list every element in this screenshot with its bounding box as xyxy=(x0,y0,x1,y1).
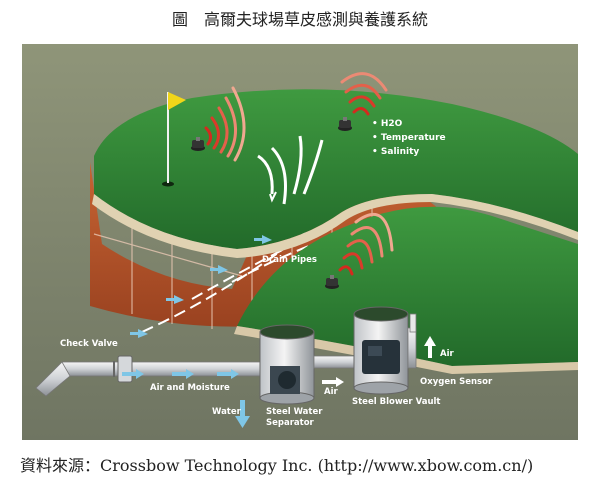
label-air-and-moisture: Air and Moisture xyxy=(150,383,230,393)
sensor-node-lower xyxy=(325,275,339,289)
label-oxygen-sensor: Oxygen Sensor xyxy=(420,377,493,387)
label-air-center: Air xyxy=(324,387,338,397)
check-valve-body xyxy=(117,355,133,383)
figure-source: 資料來源：Crossbow Technology Inc. (http://ww… xyxy=(20,456,534,475)
signal-waves-left xyxy=(204,86,246,162)
main-drain-pipe xyxy=(61,361,273,377)
lower-green xyxy=(237,206,578,366)
steel-water-separator xyxy=(259,324,315,405)
infiltration-arrows xyxy=(257,135,324,205)
label-separator-line1: Steel Water xyxy=(266,407,323,417)
sensor-node-left xyxy=(191,137,205,151)
signal-waves-lower xyxy=(338,212,394,276)
air-flow-arrow xyxy=(322,377,344,387)
drain-flow-arrows xyxy=(130,235,272,338)
label-drain-pipes: Drain Pipes xyxy=(262,255,317,265)
blower-connection-pipe xyxy=(313,355,355,369)
golf-hole xyxy=(162,181,174,187)
label-separator-line2: Separator xyxy=(266,418,315,428)
turf-sensor-diagram: • H2O • Temperature • Salinity Drain Pip… xyxy=(22,44,578,440)
sensor-node-upper xyxy=(338,117,352,131)
figure-title: 圖 高爾夫球場草皮感測與養護系統 xyxy=(171,10,428,29)
label-water: Water xyxy=(212,407,242,417)
sensor-readings-list: • H2O • Temperature • Salinity xyxy=(372,119,446,157)
label-blower-vault: Steel Blower Vault xyxy=(352,397,440,407)
reading-salinity: • Salinity xyxy=(372,147,419,157)
signal-waves-upper xyxy=(340,72,388,116)
label-check-valve: Check Valve xyxy=(60,339,118,349)
exhaust-pipe xyxy=(407,327,417,369)
steel-blower-vault xyxy=(353,306,409,395)
reading-temperature: • Temperature xyxy=(372,133,446,143)
air-up-arrow xyxy=(424,336,436,358)
pipe-elbow xyxy=(35,361,71,397)
reading-h2o: • H2O xyxy=(372,119,403,129)
water-down-arrow xyxy=(235,400,250,428)
upper-green xyxy=(94,89,578,249)
label-air-top: Air xyxy=(440,349,454,359)
upper-green-edge xyxy=(92,194,578,258)
golf-flag xyxy=(168,92,186,110)
pipe-flow-arrows xyxy=(122,369,239,379)
vent-stack xyxy=(409,313,417,333)
